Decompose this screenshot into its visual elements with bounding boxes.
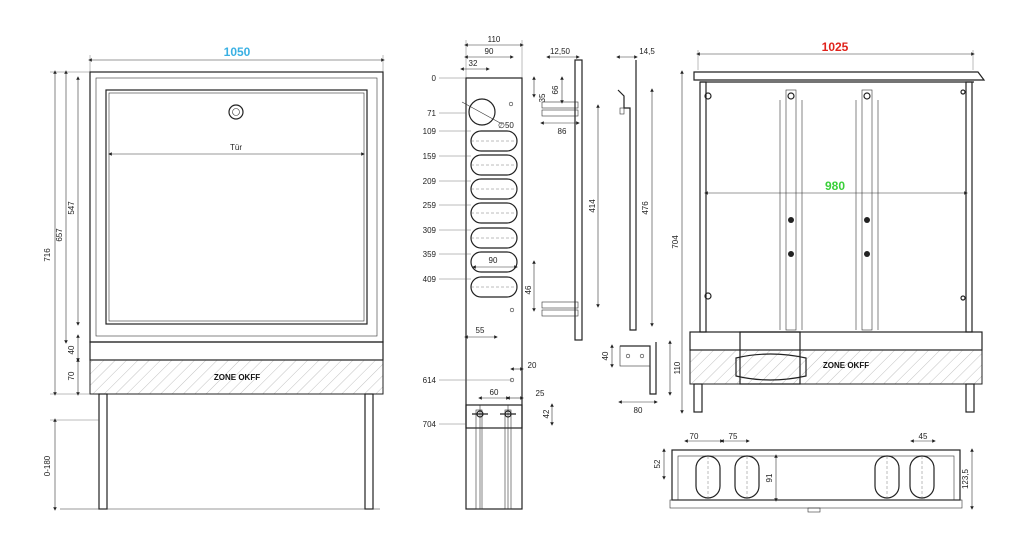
height-40: 40: [67, 345, 76, 354]
side-dim-110: 110: [488, 35, 501, 44]
rail-dim-66: 66: [551, 85, 560, 94]
inner-dim-20: 20: [528, 361, 537, 370]
zone-hatch: [89, 359, 384, 395]
back-inner-label: 980: [825, 179, 845, 193]
bottom-ovals: [695, 455, 935, 499]
front-view: 1050 Tür ZONE OKFF 716 657 547 40 70: [43, 45, 385, 511]
side-dim-90: 90: [485, 47, 494, 56]
back-view: 1025 980: [671, 40, 986, 414]
inner-dim-90: 90: [489, 256, 498, 265]
door-panel: [105, 89, 368, 325]
rail-dim-86: 86: [558, 127, 567, 136]
round-hole: [468, 98, 496, 126]
side-dim-35: 35: [538, 93, 547, 102]
position-labels: 0 71 109 159 209 259 309 359 409 614 704: [423, 74, 437, 429]
side-dim-32: 32: [469, 59, 478, 68]
side-view: 110 90 32 ∅50: [423, 35, 554, 510]
lock-icon: [228, 104, 244, 120]
bottom-dim-123-5: 123,5: [961, 468, 970, 489]
svg-text:71: 71: [427, 109, 436, 118]
mount-bolts: [704, 89, 966, 301]
inner-dim-42: 42: [542, 409, 551, 418]
bracket-dim-476: 476: [641, 201, 650, 215]
inner-dim-25: 25: [536, 389, 545, 398]
svg-text:409: 409: [423, 275, 437, 284]
bottom-dim-75: 75: [729, 432, 738, 441]
bottom-dim-52: 52: [653, 459, 662, 468]
oval-slots: [470, 130, 518, 298]
inner-dim-60: 60: [490, 388, 499, 397]
bottom-dim-91: 91: [765, 473, 774, 482]
bracket-dim-40: 40: [601, 351, 610, 360]
front-zone-label: ZONE OKFF: [214, 373, 260, 382]
back-width-label: 1025: [822, 40, 849, 54]
svg-text:614: 614: [423, 376, 437, 385]
inner-dim-46: 46: [524, 285, 533, 294]
svg-text:209: 209: [423, 177, 437, 186]
front-width-label: 1050: [224, 45, 251, 59]
svg-text:259: 259: [423, 201, 437, 210]
height-0-180: 0-180: [43, 455, 52, 476]
svg-text:704: 704: [423, 420, 437, 429]
svg-text:159: 159: [423, 152, 437, 161]
door-label: Tür: [230, 143, 242, 152]
bracket-dim-14-5: 14,5: [639, 47, 655, 56]
svg-text:109: 109: [423, 127, 437, 136]
height-547: 547: [67, 201, 76, 215]
bracket-view: 14,5 476 40 110 80: [601, 47, 682, 415]
bracket-dim-80: 80: [634, 406, 643, 415]
height-657: 657: [55, 228, 64, 242]
back-zone-label: ZONE OKFF: [823, 361, 869, 370]
bottom-dim-45: 45: [919, 432, 928, 441]
svg-text:0: 0: [432, 74, 437, 83]
svg-text:359: 359: [423, 250, 437, 259]
inner-dim-55: 55: [476, 326, 485, 335]
diameter-label: ∅50: [498, 121, 514, 130]
bottom-view: 70 75 45 52 91 123,5: [653, 432, 974, 513]
height-70: 70: [67, 371, 76, 380]
rail-view: 12,50 66 86 414: [540, 47, 600, 341]
svg-text:309: 309: [423, 226, 437, 235]
rail-dim-414: 414: [588, 199, 597, 213]
back-height-label: 704: [671, 235, 680, 249]
bracket-dim-110: 110: [673, 361, 682, 374]
rail-dim-12-50: 12,50: [550, 47, 571, 56]
height-716: 716: [43, 248, 52, 262]
bottom-dim-70: 70: [690, 432, 699, 441]
